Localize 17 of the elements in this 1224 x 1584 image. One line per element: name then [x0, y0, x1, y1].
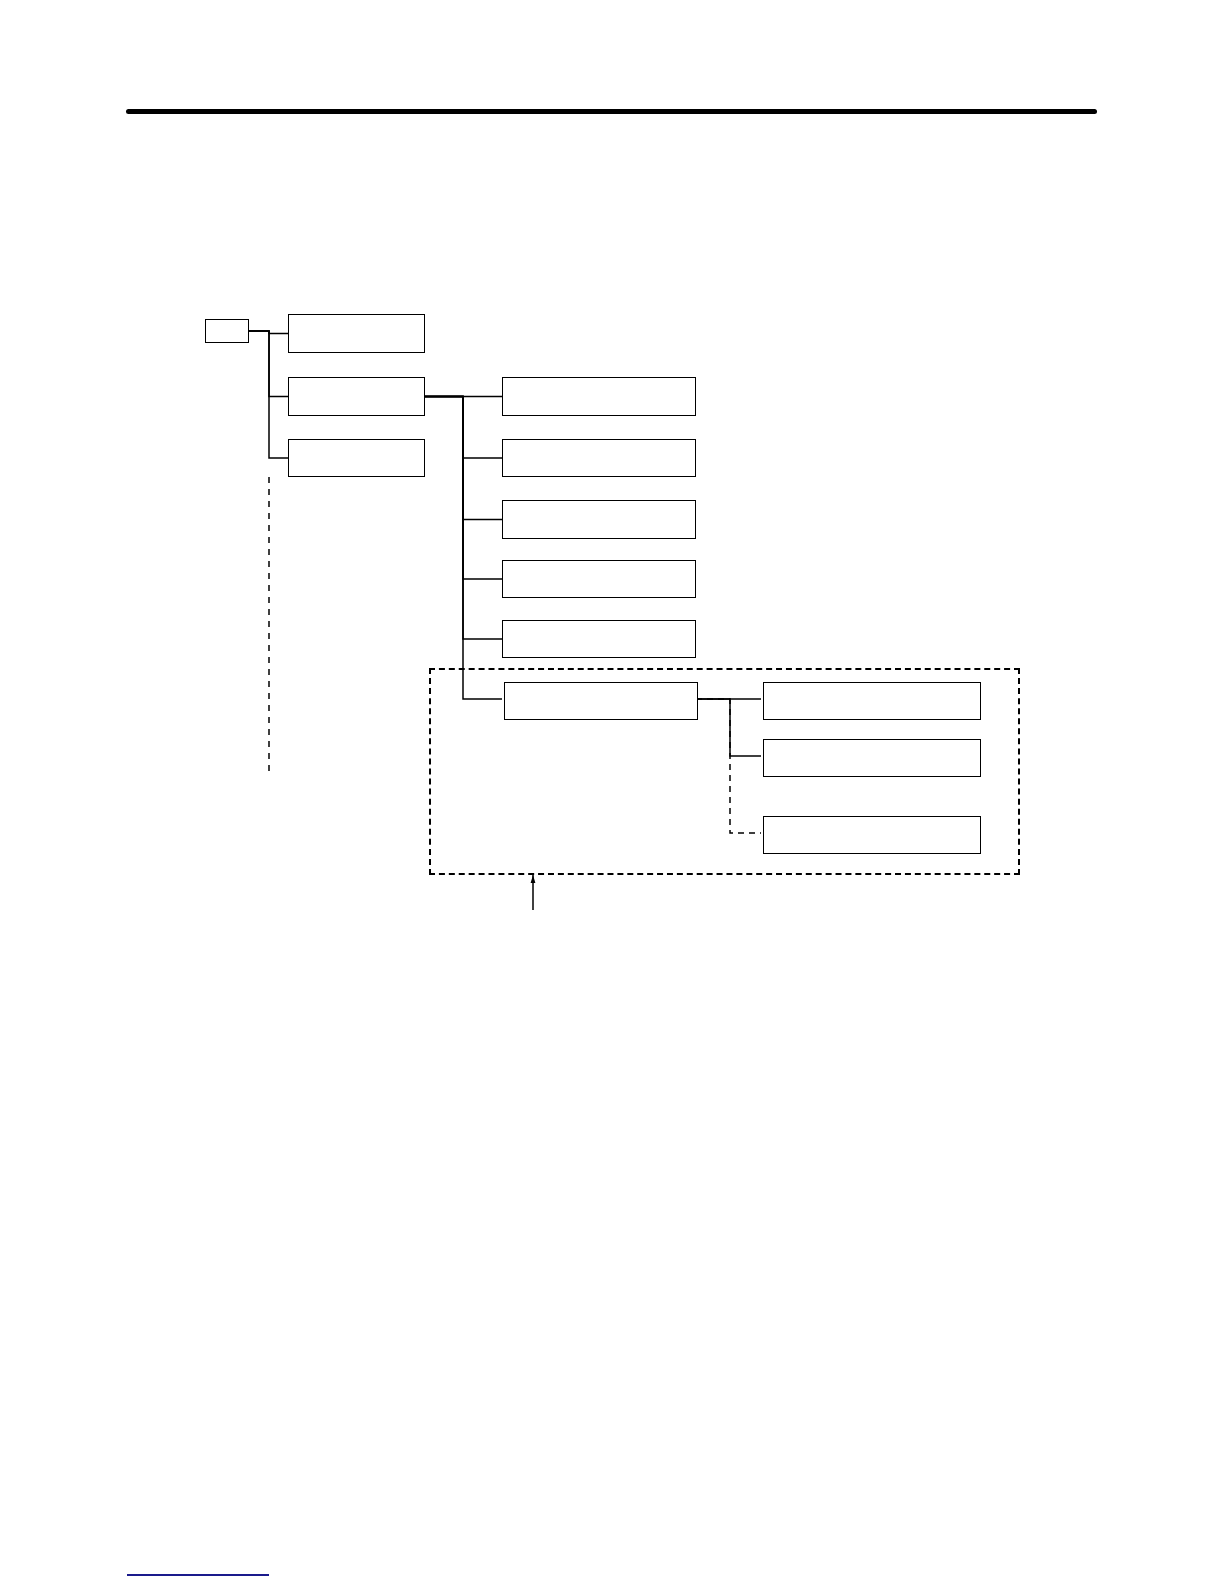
- dashed-group-box: [429, 668, 1020, 875]
- empty-box: [502, 439, 696, 477]
- empty-box: [502, 620, 696, 658]
- empty-box: [288, 377, 425, 416]
- empty-box: [504, 682, 698, 720]
- empty-box: [502, 500, 696, 539]
- empty-box: [288, 439, 425, 477]
- empty-box: [205, 319, 249, 343]
- connector-line: [248, 330, 289, 459]
- empty-box: [763, 739, 981, 777]
- empty-box: [763, 816, 981, 854]
- empty-box: [502, 560, 696, 598]
- empty-box: [502, 377, 696, 416]
- empty-box: [288, 314, 425, 353]
- connector-line: [424, 395, 503, 700]
- arrow: [530, 874, 536, 911]
- empty-box: [763, 682, 981, 720]
